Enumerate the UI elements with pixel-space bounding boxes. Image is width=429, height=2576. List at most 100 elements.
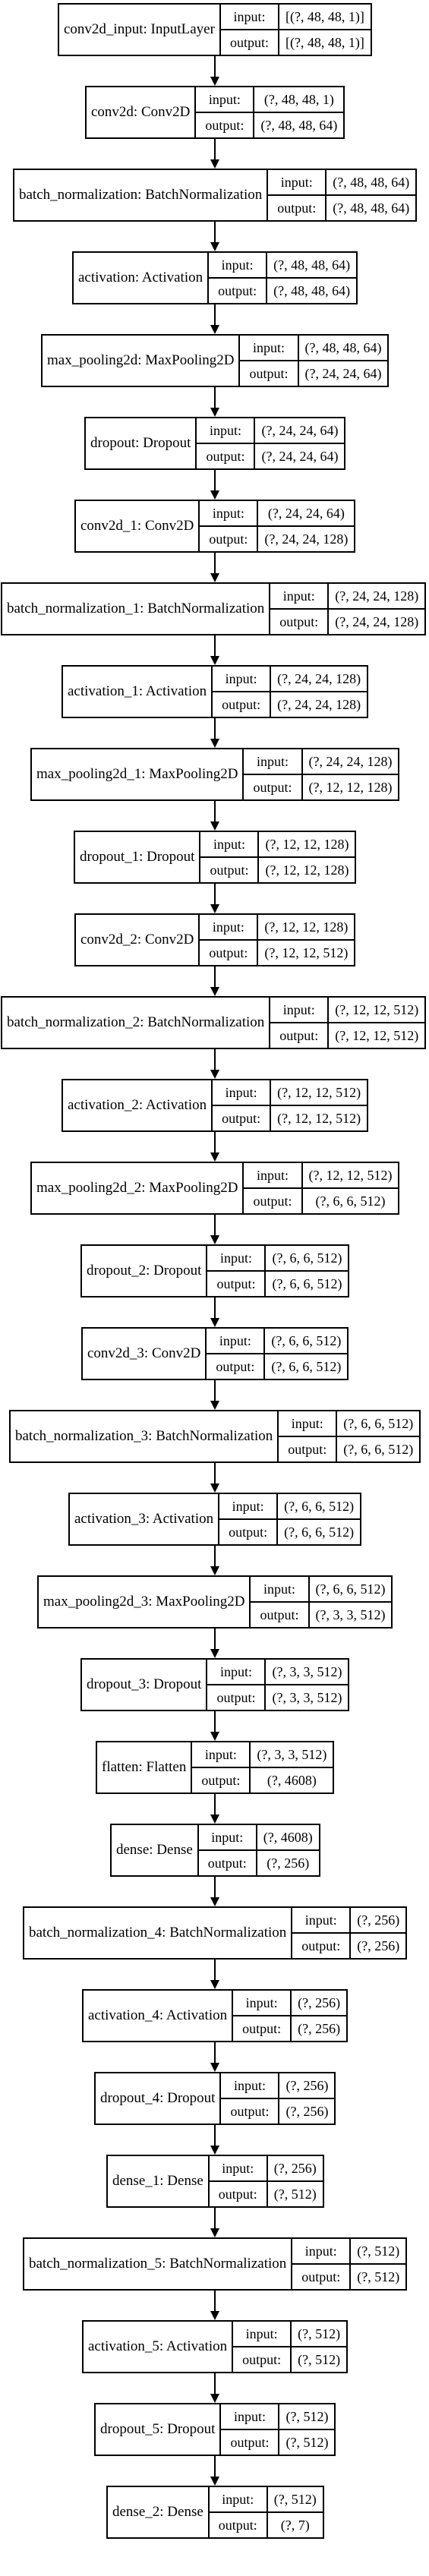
input-shape: (?, 256) — [285, 2077, 329, 2093]
input-shape: (?, 24, 24, 64) — [261, 422, 339, 438]
arrowhead — [210, 656, 219, 665]
arrowhead — [210, 490, 219, 500]
io-labels: input:output: — [196, 87, 255, 137]
output-label: output: — [200, 525, 257, 551]
io-labels: input:output: — [200, 832, 260, 882]
input-shape: (?, 24, 24, 128) — [335, 588, 419, 604]
io-labels: input:output: — [197, 418, 256, 468]
input-shape: (?, 512) — [273, 2491, 317, 2507]
layer-node: batch_normalization_4: BatchNormalizatio… — [23, 1906, 408, 1960]
io-values: (?, 256)(?, 256) — [292, 1991, 347, 2041]
input-label: input: — [232, 1498, 264, 1514]
io-labels: input:output: — [209, 2156, 268, 2206]
input-label: input: — [291, 1415, 323, 1431]
output-shape: (?, 6, 6, 512) — [266, 1270, 349, 1296]
io-values: (?, 24, 24, 64)(?, 24, 24, 128) — [258, 501, 355, 551]
input-shape: (?, 12, 12, 512) — [308, 1167, 393, 1183]
arrowhead — [210, 1401, 219, 1410]
io-labels: input:output: — [240, 336, 299, 386]
output-label: output: — [220, 29, 278, 55]
output-shape: (?, 12, 12, 128) — [259, 856, 355, 882]
input-label: input: — [233, 8, 266, 24]
output-shape: (?, 256) — [257, 1849, 319, 1875]
arrowhead — [210, 987, 219, 996]
output-label: output: — [292, 2263, 350, 2289]
output-shape: (?, 48, 48, 64) — [267, 277, 357, 303]
output-shape: (?, 512) — [292, 2346, 347, 2372]
output-shape: (?, 3, 3, 512) — [266, 1684, 349, 1710]
output-label: output: — [213, 691, 270, 717]
io-labels: input:output: — [221, 2404, 280, 2455]
arrowhead — [210, 242, 219, 251]
io-labels: input:output: — [244, 749, 303, 799]
io-values: (?, 24, 24, 64)(?, 24, 24, 64) — [255, 418, 345, 468]
output-label: output: — [219, 1518, 277, 1544]
output-label: output: — [196, 112, 254, 137]
io-values: [(?, 48, 48, 1)][(?, 48, 48, 1)] — [279, 5, 371, 55]
input-label: input: — [222, 2491, 254, 2507]
layer-name: dense_2: Dense — [108, 2487, 210, 2537]
io-labels: input:output: — [251, 1577, 310, 1627]
input-label: input: — [211, 1829, 244, 1845]
input-shape: (?, 6, 6, 512) — [284, 1498, 355, 1514]
layer-name: activation_1: Activation — [63, 667, 213, 717]
input-label: input: — [252, 339, 285, 355]
input-shape: (?, 6, 6, 512) — [315, 1581, 386, 1597]
layer-name: dense_1: Dense — [108, 2156, 210, 2206]
io-values: (?, 6, 6, 512)(?, 6, 6, 512) — [278, 1494, 361, 1544]
input-shape: [(?, 48, 48, 1)] — [285, 8, 364, 24]
input-shape: (?, 256) — [298, 1994, 341, 2010]
io-values: (?, 24, 24, 128)(?, 12, 12, 128) — [302, 749, 399, 799]
output-shape: (?, 6, 6, 512) — [302, 1187, 399, 1213]
io-labels: input:output: — [213, 1080, 272, 1130]
layer-name: dropout: Dropout — [86, 418, 197, 468]
output-label: output: — [209, 2511, 267, 2537]
arrowhead — [210, 1815, 219, 1824]
input-shape: (?, 3, 3, 512) — [257, 1746, 327, 1762]
input-label: input: — [212, 505, 244, 521]
layer-name: dropout_2: Dropout — [82, 1246, 208, 1296]
layer-name: activation: Activation — [74, 253, 210, 303]
io-values: (?, 3, 3, 512)(?, 3, 3, 512) — [266, 1660, 349, 1710]
output-shape: (?, 512) — [267, 2180, 323, 2206]
input-shape: (?, 512) — [357, 2243, 400, 2259]
io-values: (?, 512)(?, 7) — [267, 2487, 323, 2537]
input-shape: (?, 24, 24, 64) — [267, 505, 345, 521]
io-labels: input:output: — [207, 1329, 266, 1379]
output-shape: (?, 24, 24, 128) — [271, 691, 367, 717]
input-label: input: — [256, 1167, 289, 1183]
output-shape: (?, 3, 3, 512) — [309, 1601, 392, 1627]
io-values: (?, 12, 12, 512)(?, 12, 12, 512) — [271, 1080, 367, 1130]
layer-name: conv2d_1: Conv2D — [76, 501, 200, 551]
arrowhead — [210, 739, 219, 748]
layer-name: flatten: Flatten — [97, 1742, 193, 1792]
layer-name: max_pooling2d_1: MaxPooling2D — [32, 749, 244, 799]
arrowhead — [210, 821, 219, 831]
io-labels: input: output: — [219, 1494, 279, 1544]
io-values: (?, 6, 6, 512)(?, 6, 6, 512) — [266, 1246, 349, 1296]
output-shape: (?, 512) — [279, 2429, 335, 2455]
layer-name: dropout_3: Dropout — [82, 1660, 208, 1710]
layer-name: dropout_5: Dropout — [96, 2404, 222, 2455]
io-labels: input: output: — [220, 5, 279, 55]
arrowhead — [210, 2311, 219, 2320]
io-values: (?, 48, 48, 64)(?, 48, 48, 64) — [326, 170, 416, 220]
arrowhead — [210, 1980, 219, 1989]
output-label: output: — [200, 856, 258, 882]
io-values: (?, 48, 48, 64)(?, 48, 48, 64) — [267, 253, 357, 303]
io-labels: input: output: — [200, 501, 259, 551]
io-labels: input: output: — [209, 2487, 268, 2537]
arrowhead — [210, 1483, 219, 1493]
layer-name: max_pooling2d_3: MaxPooling2D — [39, 1577, 251, 1627]
output-label: output: — [292, 1932, 350, 1958]
io-labels: input:output: — [213, 667, 272, 717]
output-shape: (?, 48, 48, 64) — [254, 112, 344, 137]
